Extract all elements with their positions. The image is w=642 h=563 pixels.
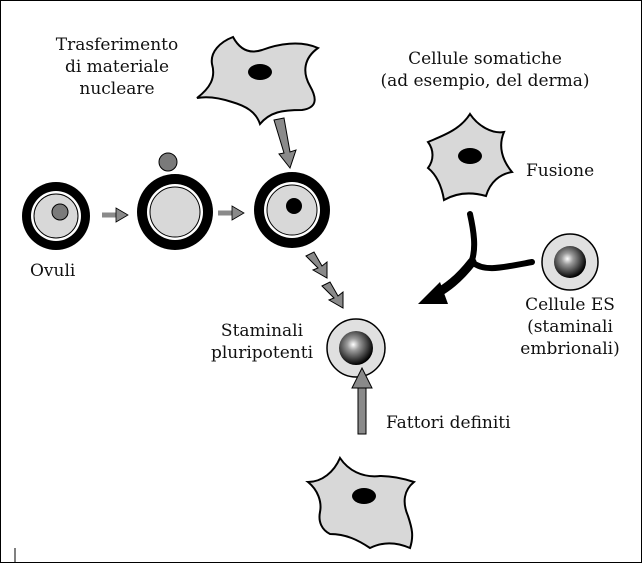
nuclear-transfer-line-3: nucleare [28, 78, 206, 100]
pluripotent-line-2: pluripotenti [198, 342, 326, 364]
es-cells-line-1: Cellule ES [498, 294, 642, 316]
nuclear-transfer-line-2: di materiale [28, 56, 206, 78]
egg-cell-3-icon [254, 172, 330, 248]
nuclear-transfer-line-1: Trasferimento [28, 34, 206, 56]
pluripotent-line-1: Staminali [198, 320, 326, 342]
eggs-label: Ovuli [30, 260, 75, 282]
somatic-cells-label: Cellule somatiche (ad esempio, del derma… [350, 48, 620, 92]
defined-factors-label: Fattori definiti [386, 412, 511, 434]
nuclear-transfer-label: Trasferimento di materiale nucleare [28, 34, 206, 100]
es-cell-icon [542, 234, 598, 290]
es-cells-label: Cellule ES (staminali embrionali) [498, 294, 642, 360]
somatic-cells-line-1: Cellule somatiche [350, 48, 620, 70]
pluripotent-label: Staminali pluripotenti [198, 320, 326, 364]
es-cells-line-3: embrionali) [498, 338, 642, 360]
es-cells-line-2: (staminali [498, 316, 642, 338]
pluripotent-cell-icon [327, 319, 385, 377]
somatic-cells-line-2: (ad esempio, del derma) [350, 70, 620, 92]
fusion-label: Fusione [526, 160, 594, 182]
egg-cell-1-icon [22, 182, 90, 250]
